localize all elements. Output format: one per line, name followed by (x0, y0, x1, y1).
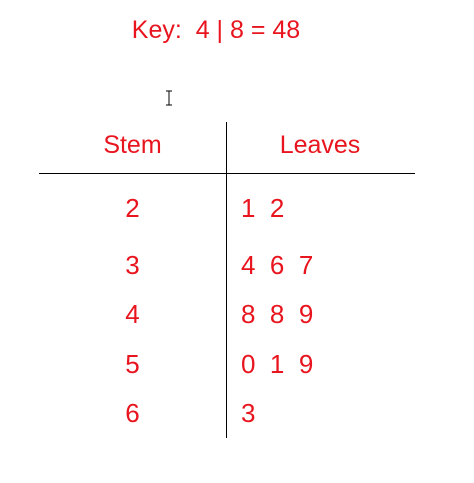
text-cursor-icon (166, 90, 172, 106)
stem-column-header: Stem (103, 131, 162, 159)
table-row: 3 4 6 7 (0, 248, 474, 282)
stem-leaf-divider (226, 122, 227, 438)
leaves-column-header: Leaves (279, 131, 361, 159)
leaves-value: 1 2 (241, 193, 285, 223)
leaves-value: 0 1 9 (241, 349, 314, 379)
leaves-value: 3 (241, 398, 256, 428)
leaves-value: 8 8 9 (241, 299, 314, 329)
table-row: 5 0 1 9 (0, 347, 474, 381)
table-row: 2 1 2 (0, 191, 474, 225)
key-label: Key: 4 | 8 = 48 (131, 16, 301, 44)
table-row: 6 3 (0, 396, 474, 430)
header-divider (39, 173, 415, 174)
stem-value: 6 (125, 398, 140, 428)
stem-value: 5 (125, 349, 140, 379)
stem-value: 3 (125, 250, 140, 280)
leaves-value: 4 6 7 (241, 250, 314, 280)
stem-value: 4 (125, 299, 140, 329)
stem-value: 2 (125, 193, 140, 223)
table-row: 4 8 8 9 (0, 297, 474, 331)
